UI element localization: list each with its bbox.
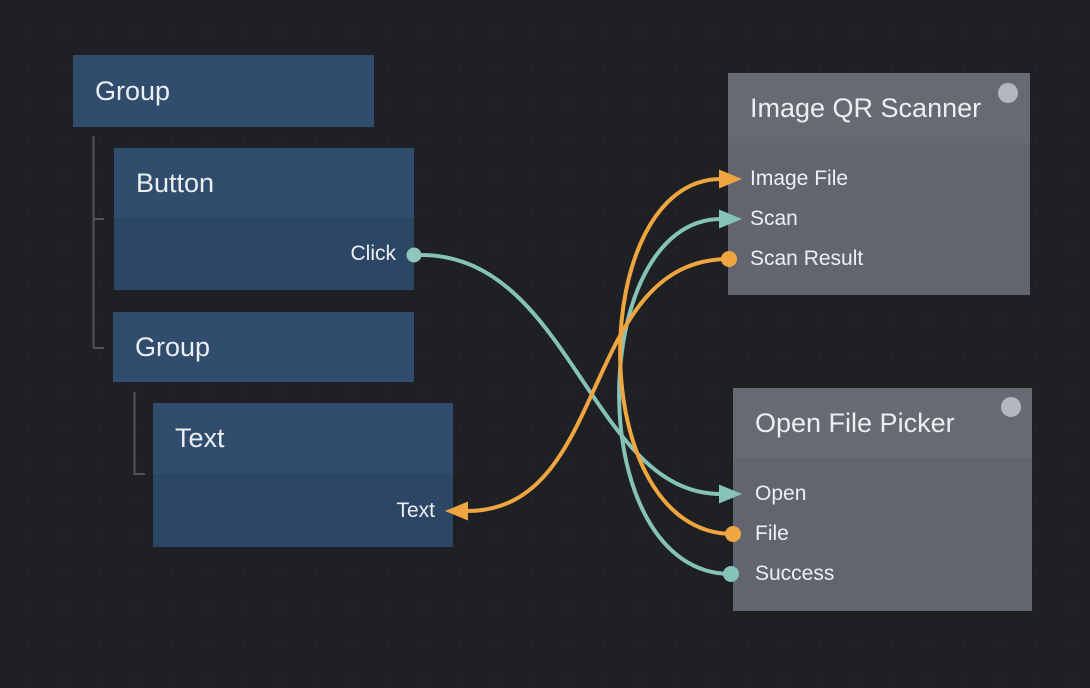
port-row-open[interactable]: Open <box>733 474 1032 514</box>
port-label-success: Success <box>755 562 835 585</box>
port-row-file[interactable]: File <box>733 514 1032 554</box>
tree-node-button[interactable]: Button Click <box>114 148 414 290</box>
node-image-qr-scanner-title: Image QR Scanner <box>750 92 982 123</box>
tree-branch-line-subgroup <box>133 392 145 475</box>
port-row-image-file[interactable]: Image File <box>728 159 1030 199</box>
port-label-text: Text <box>396 498 435 522</box>
edge-click-to-open[interactable] <box>419 253 723 496</box>
port-label-image-file: Image File <box>750 167 849 190</box>
tree-node-subgroup-title: Group <box>113 312 414 382</box>
port-label-scan-result: Scan Result <box>750 247 864 270</box>
tree-node-text-title: Text <box>153 403 453 474</box>
port-row-scan-result[interactable]: Scan Result <box>728 239 1030 279</box>
tree-branch-line-group <box>92 136 104 349</box>
tree-node-subgroup[interactable]: Group <box>113 312 414 382</box>
port-label-click: Click <box>350 242 397 265</box>
node-open-file-picker[interactable]: Open File Picker Open File Success <box>733 388 1032 611</box>
port-label-scan: Scan <box>750 207 798 230</box>
port-label-file: File <box>755 522 789 545</box>
port-label-open: Open <box>755 482 807 505</box>
node-collapse-dot <box>1001 397 1021 417</box>
tree-node-text[interactable]: Text Text <box>153 403 453 547</box>
edge-success-to-scan[interactable] <box>617 217 733 576</box>
port-row-scan[interactable]: Scan <box>728 199 1030 239</box>
tree-node-group-title: Group <box>73 55 374 127</box>
tree-node-group[interactable]: Group <box>73 55 374 127</box>
node-image-qr-scanner[interactable]: Image QR Scanner Image File Scan Scan Re… <box>728 73 1030 295</box>
node-collapse-dot <box>998 83 1018 103</box>
node-open-file-picker-title: Open File Picker <box>755 407 955 438</box>
tree-node-button-title: Button <box>114 148 414 218</box>
edge-scan-result-to-text[interactable] <box>465 257 731 513</box>
edge-file-to-image-file[interactable] <box>618 177 735 536</box>
port-row-success[interactable]: Success <box>733 554 1032 594</box>
